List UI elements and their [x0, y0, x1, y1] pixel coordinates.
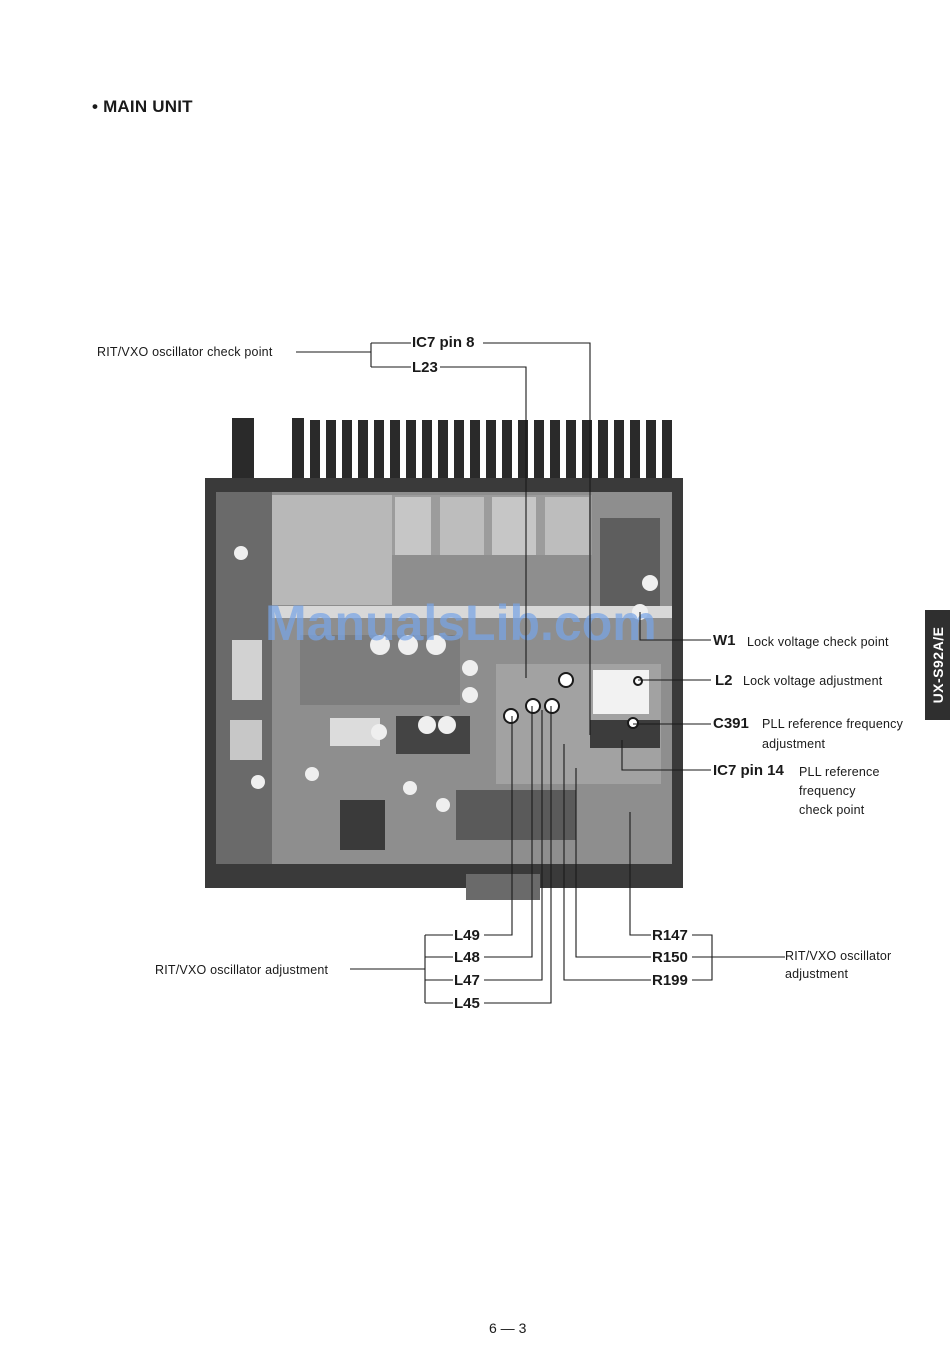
l2-label: L2	[715, 672, 733, 689]
ic7-pin14-description-line3: check point	[799, 803, 865, 817]
l45-label: L45	[454, 995, 480, 1012]
ic7-pin8-label: IC7 pin 8	[412, 334, 475, 351]
watermark: ManualsLib.com	[265, 595, 657, 651]
l49-label: L49	[454, 927, 480, 944]
ic7-pin14-label: IC7 pin 14	[713, 762, 784, 779]
l23-label: L23	[412, 359, 438, 376]
r147-label: R147	[652, 927, 688, 944]
section-title: • MAIN UNIT	[92, 97, 193, 116]
l2-description: Lock voltage adjustment	[743, 674, 883, 688]
r199-label: R199	[652, 972, 688, 989]
l48-label: L48	[454, 949, 480, 966]
c391-description-line2: adjustment	[762, 737, 826, 751]
w1-description: Lock voltage check point	[747, 635, 889, 649]
c391-description-line1: PLL reference frequency	[762, 717, 904, 731]
c391-label: C391	[713, 715, 749, 732]
model-side-tab: UX-S92A/E	[925, 610, 950, 720]
ic7-pin14-description-line1: PLL reference	[799, 765, 880, 779]
rit-adjustment-right-line2: adjustment	[785, 967, 849, 981]
page-number: 6 — 3	[489, 1320, 527, 1336]
r150-label: R150	[652, 949, 688, 966]
rit-adjustment-right-line1: RIT/VXO oscillator	[785, 949, 892, 963]
ic7-pin14-description-line2: frequency	[799, 784, 856, 798]
model-side-tab-text: UX-S92A/E	[929, 626, 946, 704]
l47-label: L47	[454, 972, 480, 989]
w1-label: W1	[713, 632, 736, 649]
rit-adjustment-left-label: RIT/VXO oscillator adjustment	[155, 963, 329, 977]
rit-check-point-label: RIT/VXO oscillator check point	[97, 345, 273, 359]
